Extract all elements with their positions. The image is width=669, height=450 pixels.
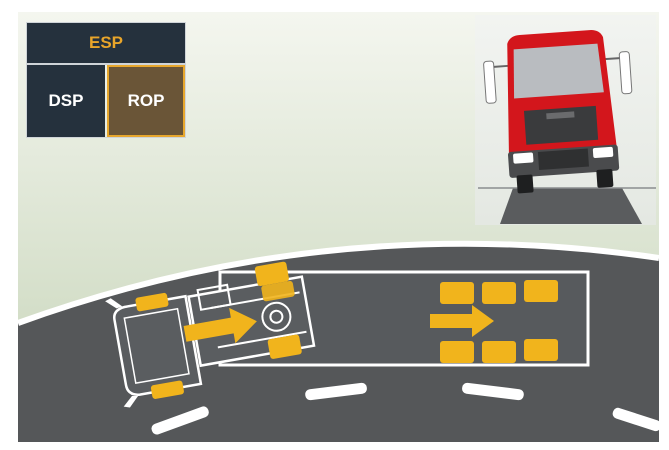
trailer-wheel — [524, 280, 558, 302]
trailer-wheel — [440, 282, 474, 304]
lane-dash — [612, 407, 662, 432]
lane-dash — [151, 406, 209, 435]
inset-front-view — [475, 15, 656, 225]
trailer-wheel — [440, 341, 474, 363]
legend: ESP DSP ROP — [26, 22, 186, 138]
legend-dsp: DSP — [27, 65, 105, 137]
trailer-wheel — [482, 282, 516, 304]
lane-dash — [462, 382, 524, 401]
trailer-wheel — [482, 341, 516, 363]
truck-top-icon — [105, 261, 316, 408]
arrow-right-icon — [183, 307, 257, 344]
lane-dash — [305, 382, 367, 401]
legend-esp: ESP — [27, 23, 185, 65]
arrow-right-icon — [430, 305, 494, 337]
legend-rop: ROP — [107, 65, 185, 137]
trailer-wheel — [524, 339, 558, 361]
truck-front-icon — [483, 30, 633, 194]
